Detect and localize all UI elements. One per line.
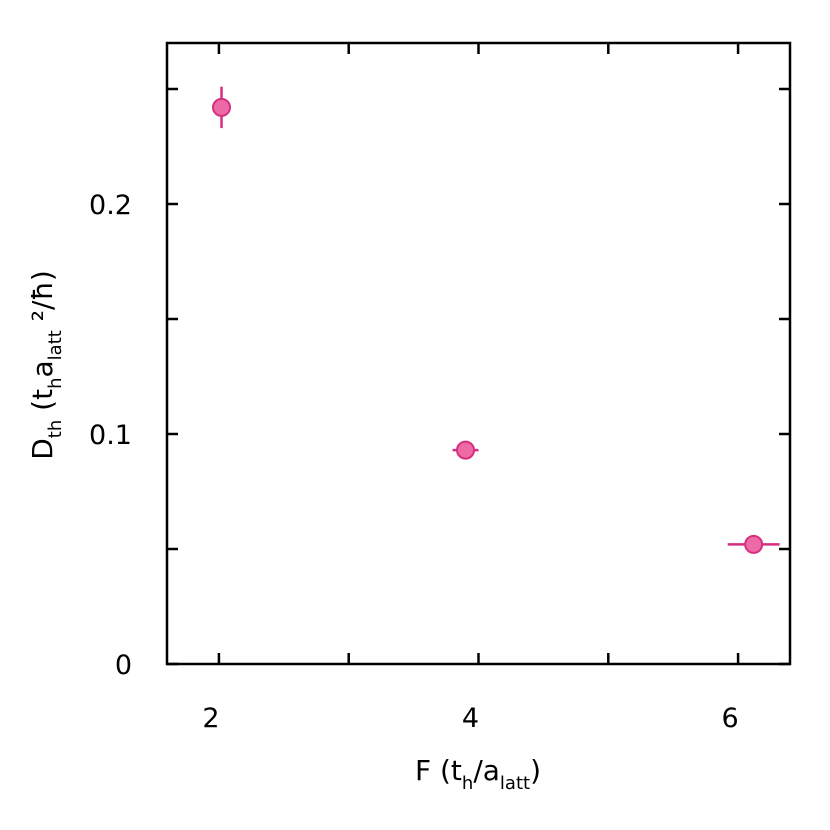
y-axis-label: Dth (thalatt ²/ħ) [26, 270, 66, 460]
tick-labels: 2 4 6 0 0.1 0.2 [89, 190, 739, 734]
y-tick-label: 0.1 [89, 420, 132, 451]
point-marker [212, 97, 232, 117]
x-axis-label: F (th/alatt) [415, 754, 541, 794]
axis-ticks [167, 43, 790, 666]
x-tick-label: 6 [721, 703, 738, 734]
data-point [212, 86, 232, 129]
point-marker [744, 534, 764, 554]
data-points [212, 86, 780, 554]
y-tick-label: 0.2 [89, 190, 132, 221]
data-point [727, 534, 780, 554]
data-point [452, 440, 479, 460]
x-tick-label: 4 [462, 703, 479, 734]
x-tick-label: 2 [202, 703, 219, 734]
point-marker [456, 440, 476, 460]
y-tick-label: 0 [115, 650, 132, 681]
plot-frame [165, 41, 792, 666]
